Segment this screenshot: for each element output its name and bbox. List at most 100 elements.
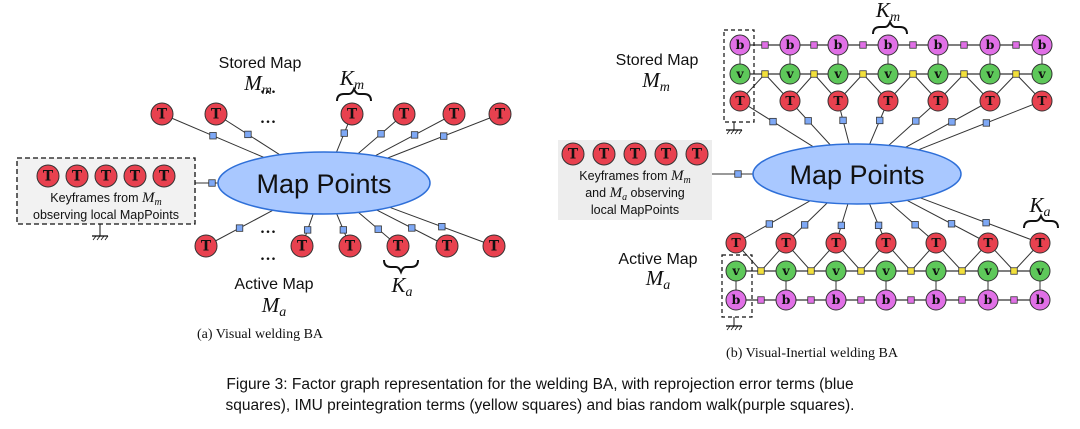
velocity-node-active-6: v	[1029, 260, 1051, 282]
velocity-node-active-0-letter: v	[731, 263, 740, 278]
velocity-node-active-1-letter: v	[781, 263, 790, 278]
pose-node-stored-1: T	[779, 90, 801, 112]
pose-node-stored-5-letter: T	[985, 93, 995, 108]
reprojection-factor-square	[438, 223, 446, 231]
imu-factor-square	[761, 70, 769, 78]
bias-node-active-0-letter: b	[732, 292, 741, 307]
imu-factor-square	[859, 70, 867, 78]
ka-brace	[383, 259, 419, 275]
reprojection-factor-square	[982, 119, 991, 127]
ka-brace-right	[1023, 213, 1059, 229]
stored-map-title: Stored Map	[219, 55, 302, 72]
figure-caption-line1: Figure 3: Factor graph representation fo…	[226, 376, 854, 393]
bias-node-stored-3: b	[877, 34, 899, 56]
keyframe-node-active-1-letter: T	[297, 239, 308, 255]
local-keyframe-node-right-0-letter: T	[568, 147, 579, 163]
bias-node-stored-6: b	[1031, 34, 1053, 56]
right-nodes: bvTbvTbvTbvTbvTbvTbvTbvTbvTbvTbvTbvTbvTb…	[725, 34, 1053, 311]
velocity-node-stored-5: v	[979, 63, 1001, 85]
pose-node-stored-0: T	[729, 90, 751, 112]
ellipsis-top-2: ...	[260, 73, 277, 98]
active-map-title: Active Map	[234, 276, 313, 293]
pose-node-stored-1-letter: T	[785, 93, 795, 108]
left-reprojection-factors	[208, 129, 448, 234]
km-brace	[336, 86, 372, 102]
subcaption-b: (b) Visual-Inertial welding BA	[726, 346, 899, 361]
pose-node-active-4: T	[925, 232, 947, 254]
reprojection-factor-square	[804, 117, 812, 125]
reprojection-factor-square	[440, 132, 448, 140]
pose-node-active-1: T	[775, 232, 797, 254]
imu-factor-square	[757, 267, 765, 275]
imu-factor-square	[958, 267, 966, 275]
pose-node-stored-0-letter: T	[735, 93, 745, 108]
local-keyframe-node-2: T	[94, 164, 118, 188]
bias-node-stored-5: b	[979, 34, 1001, 56]
bias-node-stored-0: b	[729, 34, 751, 56]
reprojection-factor-square	[303, 226, 312, 234]
velocity-node-active-5-letter: v	[983, 263, 992, 278]
fixed-active-column-box	[721, 254, 753, 318]
bias-factor-square	[960, 41, 968, 49]
local-keyframes-line2: observing local MapPoints	[33, 208, 179, 222]
pose-node-stored-3: T	[877, 90, 899, 112]
bias-node-stored-5-letter: b	[986, 37, 995, 52]
keyframe-node-stored-1: T	[204, 102, 228, 126]
keyframe-node-stored-5: T	[488, 102, 512, 126]
velocity-node-stored-2-letter: v	[833, 66, 842, 81]
pose-node-active-5-letter: T	[983, 235, 993, 250]
pose-node-active-1-letter: T	[781, 235, 791, 250]
keyframe-node-stored-0: T	[150, 102, 174, 126]
map-points-ellipse	[217, 151, 431, 215]
pose-node-stored-6: T	[1031, 90, 1053, 112]
local-keyframe-node-right-1: T	[592, 142, 616, 166]
map-points-ellipse-right	[752, 143, 962, 205]
mp-edge-stored-6	[918, 100, 1043, 151]
pose-node-active-3: T	[875, 232, 897, 254]
imu-factor-square	[857, 267, 865, 275]
local-keyframe-node-right-1-letter: T	[599, 147, 610, 163]
velocity-node-stored-3-letter: v	[883, 66, 892, 81]
bias-node-stored-4-letter: b	[934, 37, 943, 52]
pose-node-stored-2-letter: T	[833, 93, 843, 108]
velocity-node-stored-4-letter: v	[933, 66, 942, 81]
bias-node-active-3: b	[875, 289, 897, 311]
reprojection-factor-square	[734, 170, 742, 178]
velocity-node-stored-0: v	[729, 63, 751, 85]
keyframe-node-active-2-letter: T	[345, 239, 356, 255]
velocity-node-stored-3: v	[877, 63, 899, 85]
keyframe-node-active-4-letter: T	[442, 239, 453, 255]
imu-factor-square	[1010, 267, 1018, 275]
panel-visual-inertial-welding-ba: Map Points bvTbvTbvTbvTbvTbvTbvTbvTbvTbv…	[558, 0, 1059, 361]
right-factors	[734, 41, 1020, 304]
local-keyframe-node-right-3: T	[654, 142, 678, 166]
reprojection-factor-square	[374, 225, 382, 233]
mp-edge-stored-0	[739, 100, 814, 148]
reprojection-factor-square	[208, 179, 216, 187]
keyframe-node-stored-4-letter: T	[449, 107, 460, 123]
velocity-node-stored-4: v	[927, 63, 949, 85]
local-keyframe-node-0-letter: T	[43, 169, 54, 185]
velocity-node-stored-6: v	[1031, 63, 1053, 85]
reprojection-factor-square	[244, 130, 252, 139]
local-keyframe-node-right-2-letter: T	[630, 147, 641, 163]
velocity-node-active-3-letter: v	[881, 263, 890, 278]
velocity-node-active-2-letter: v	[831, 263, 840, 278]
local-keyframe-node-right-4-letter: T	[692, 147, 703, 163]
bias-factor-square	[907, 296, 915, 304]
reprojection-factor-square	[911, 221, 919, 229]
km-label: Km	[339, 66, 364, 93]
local-keyframe-node-2-letter: T	[101, 169, 112, 185]
pose-node-active-4-letter: T	[931, 235, 941, 250]
local-keyframes-right-line2: and Ma observing	[585, 185, 685, 203]
keyframe-node-stored-3: T	[392, 102, 416, 126]
velocity-node-active-4: v	[925, 260, 947, 282]
bias-factor-square	[757, 296, 765, 304]
reprojection-factor-square	[948, 118, 956, 126]
pose-node-stored-3-letter: T	[883, 93, 893, 108]
local-keyframe-node-4: T	[152, 164, 176, 188]
bias-node-stored-2: b	[827, 34, 849, 56]
reprojection-factor-square	[209, 132, 217, 140]
